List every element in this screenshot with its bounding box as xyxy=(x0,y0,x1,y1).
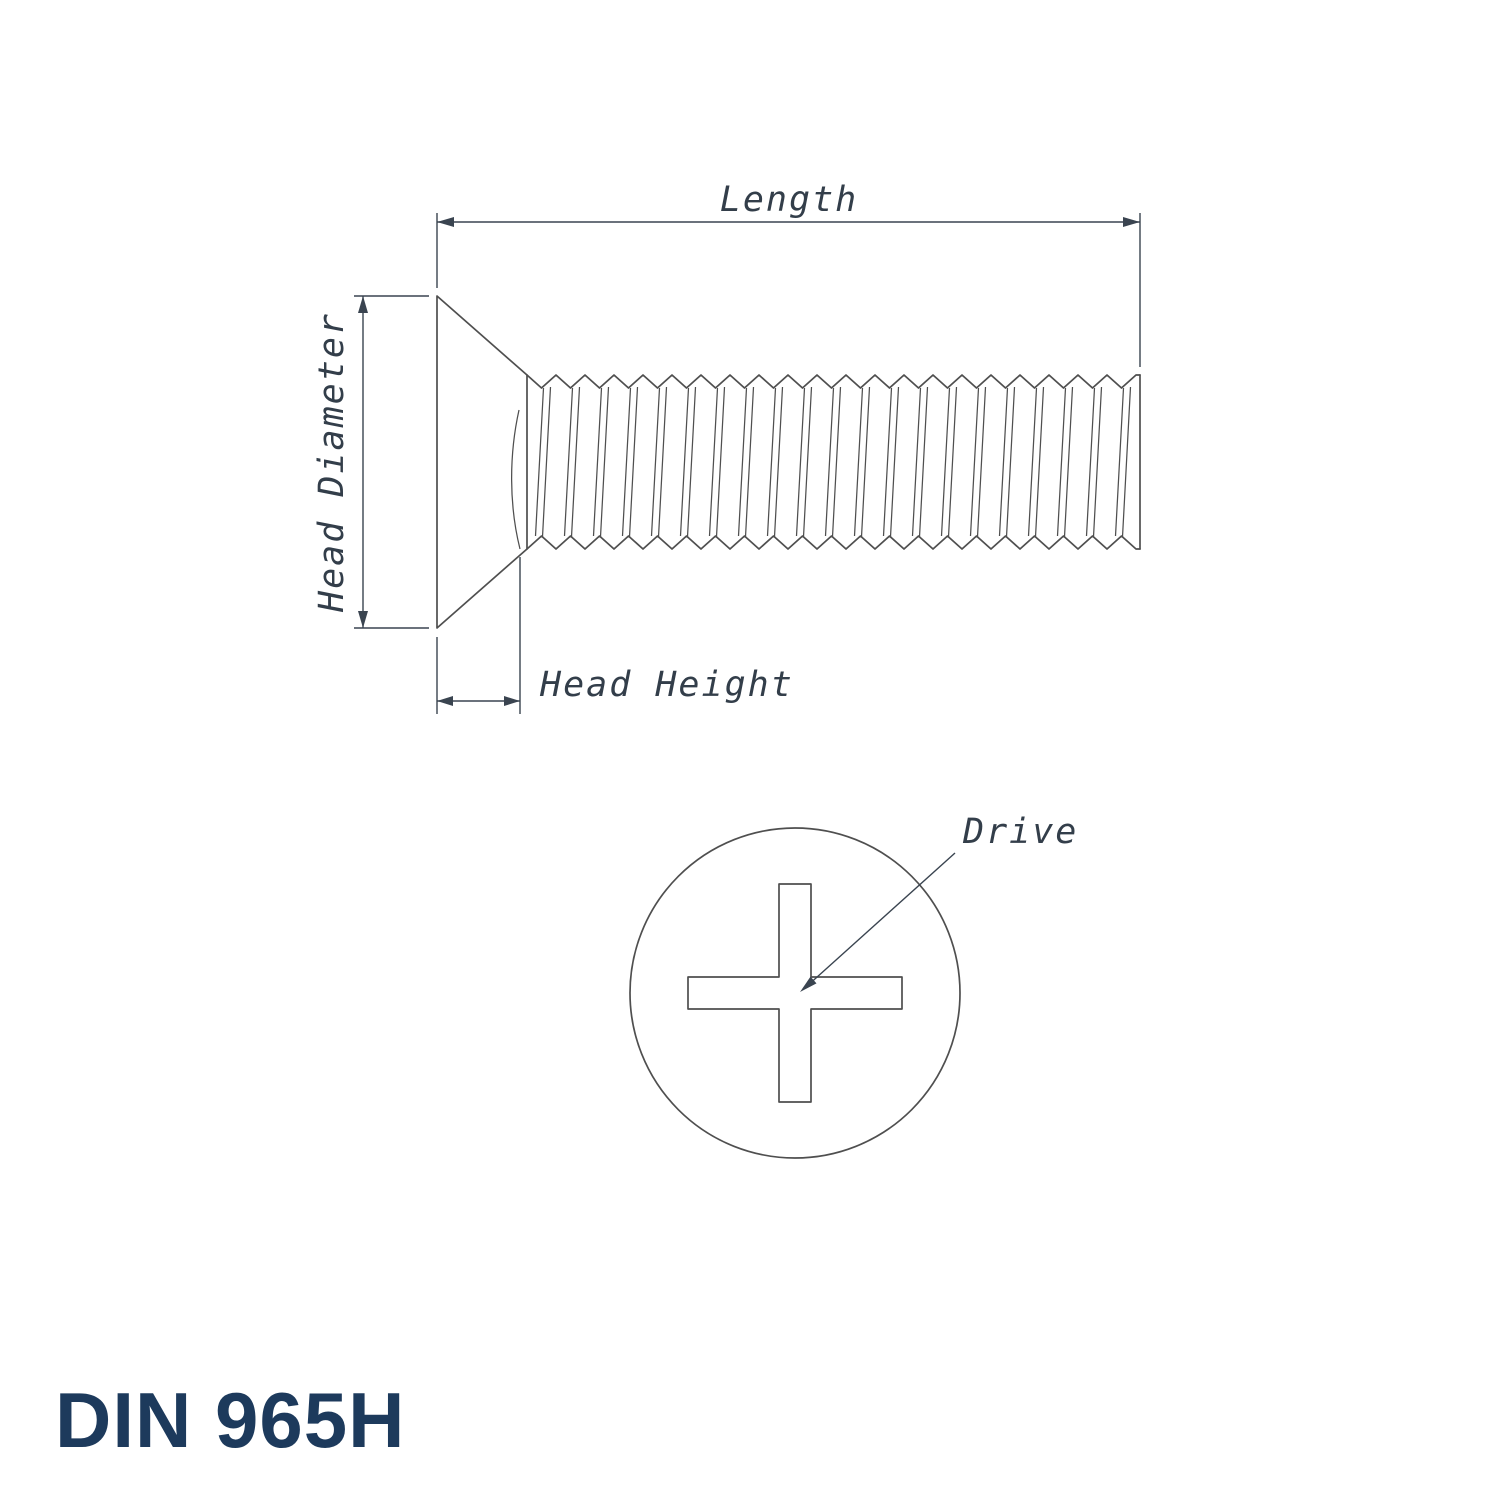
head-height-label: Head Height xyxy=(539,665,794,705)
thread-flank-lines xyxy=(534,386,1132,538)
length-dimension: Length xyxy=(436,180,1141,367)
drive-leader-line xyxy=(805,852,956,988)
drive-label: Drive xyxy=(962,812,1078,852)
length-arrow-left xyxy=(437,217,454,227)
phillips-cross-outline xyxy=(687,883,903,1103)
standard-title: DIN 965H xyxy=(55,1376,405,1464)
head-height-dimension: Head Height xyxy=(436,557,794,714)
screw-side-view xyxy=(436,295,1141,629)
head-diameter-arrow-bottom xyxy=(358,611,368,628)
length-label: Length xyxy=(720,180,858,220)
thread-top-edge xyxy=(526,374,1141,389)
screw-thread xyxy=(526,374,1141,550)
drive-leader-arrow xyxy=(800,976,817,992)
screw-head-outline xyxy=(436,295,528,629)
head-diameter-arrow-top xyxy=(358,296,368,313)
head-diameter-dimension: Head Diameter xyxy=(312,295,429,629)
head-circle-outline xyxy=(629,827,961,1159)
head-height-arrow-left xyxy=(437,696,453,706)
head-recess-curve xyxy=(511,409,521,550)
screw-bottom-view: Drive xyxy=(629,812,1078,1159)
thread-bottom-edge xyxy=(526,535,1141,550)
head-height-arrow-right xyxy=(504,696,520,706)
head-diameter-label: Head Diameter xyxy=(312,312,352,613)
length-arrow-right xyxy=(1123,217,1140,227)
